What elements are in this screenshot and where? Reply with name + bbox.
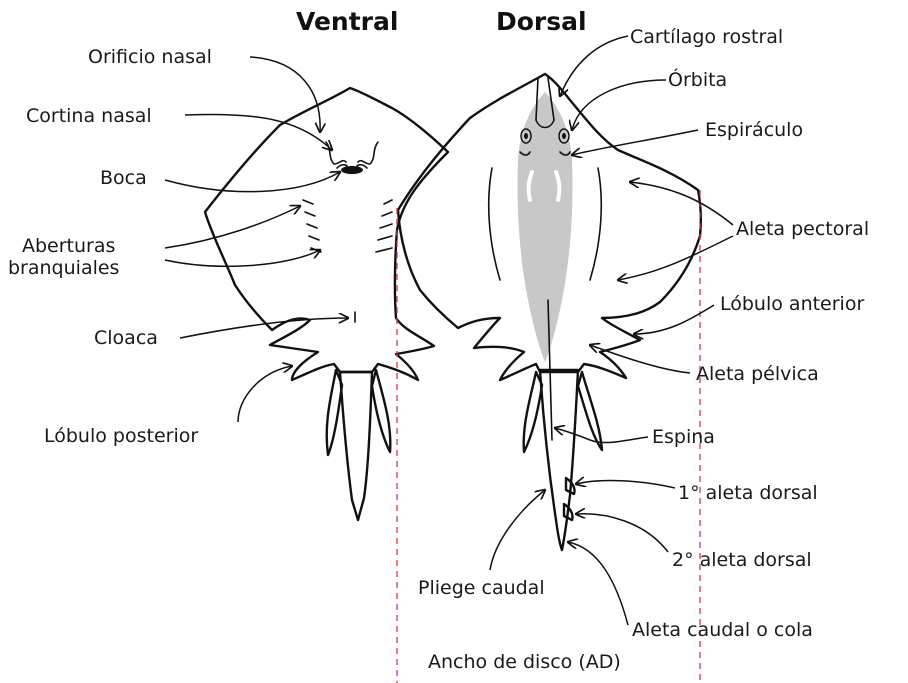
label-pliege-caudal: Pliege caudal: [418, 577, 545, 599]
ventral-view: [205, 88, 448, 520]
label-ancho-disco: Ancho de disco (AD): [428, 651, 621, 673]
label-orificio-nasal: Orificio nasal: [88, 46, 212, 68]
pectoral-line-right: [590, 168, 601, 280]
label-espiraculo: Espiráculo: [705, 119, 803, 141]
ventral-posterior-lobe-right: [372, 370, 390, 452]
label-orbita: Órbita: [668, 67, 727, 91]
label-boca: Boca: [100, 167, 147, 189]
dorsal-heading: Dorsal: [496, 7, 587, 36]
label-aleta-pelvica: Aleta pélvica: [696, 363, 819, 385]
label-lobulo-posterior: Lóbulo posterior: [44, 425, 198, 447]
dorsal-pelvic-lobe-right: [578, 372, 602, 450]
nasal-curtain-right: [358, 142, 378, 164]
dorsal-pelvic-lobe-left: [524, 372, 542, 452]
labels: Orificio nasal Cortina nasal Boca Abertu…: [8, 26, 869, 673]
nasal-curtain-left: [326, 142, 346, 164]
gill-slits: [303, 200, 392, 252]
label-cartilago-rostral: Cartílago rostral: [630, 26, 783, 48]
label-lobulo-anterior: Lóbulo anterior: [720, 293, 864, 315]
label-aleta-dorsal-2: 2° aleta dorsal: [672, 549, 812, 571]
dorsal-tail: [540, 370, 578, 550]
label-branquiales: branquiales: [8, 257, 119, 279]
ventral-tail: [340, 372, 372, 520]
label-aleta-pectoral: Aleta pectoral: [736, 218, 869, 240]
label-cortina-nasal: Cortina nasal: [26, 105, 152, 127]
label-aleta-caudal: Aleta caudal o cola: [632, 619, 813, 641]
ventral-disc: [205, 88, 448, 380]
mouth: [341, 166, 363, 174]
dorsal-view: [398, 74, 701, 550]
label-cloaca: Cloaca: [94, 327, 158, 349]
ventral-heading: Ventral: [296, 7, 398, 36]
callout-arrows: [165, 36, 733, 625]
label-aberturas: Aberturas: [22, 235, 115, 257]
dorsal-central-body: [517, 92, 572, 362]
pectoral-line-left: [489, 168, 500, 280]
label-aleta-dorsal-1: 1° aleta dorsal: [678, 482, 818, 504]
label-espina: Espina: [652, 426, 715, 448]
